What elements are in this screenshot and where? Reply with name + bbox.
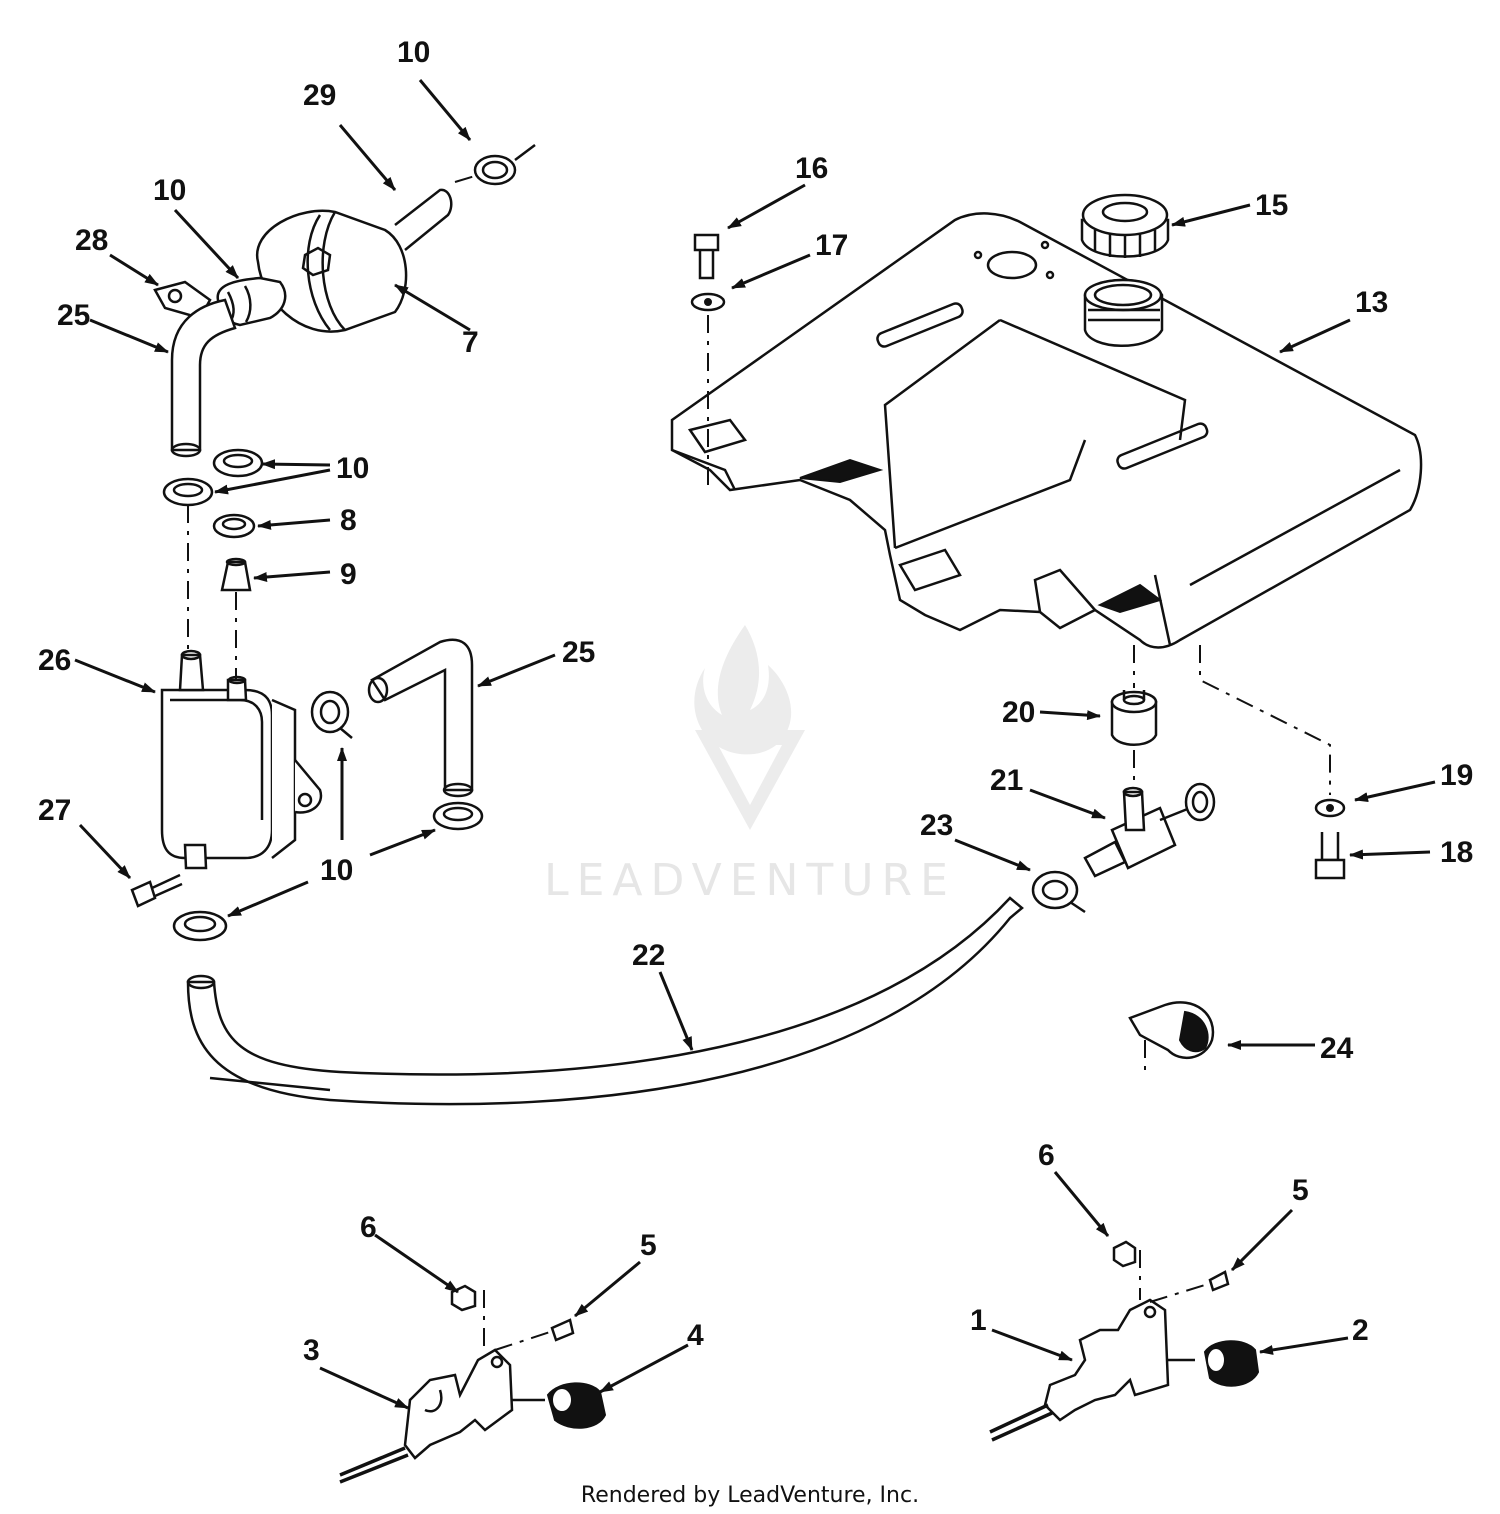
callout-10-filter-left: 10	[153, 174, 186, 207]
fuel-hose-upper-part	[170, 298, 237, 458]
hose-clamps-stack	[162, 448, 264, 592]
left-screw-part	[494, 1318, 575, 1351]
fuel-cap-part	[1080, 193, 1170, 258]
hose-clamp-part	[454, 144, 536, 186]
right-nut-part	[1112, 1240, 1141, 1300]
fuel-pump-part	[160, 649, 323, 870]
pump-screw-part	[130, 873, 183, 908]
tank-fitting-part	[1110, 690, 1158, 746]
callout-labels: 10 29 10 28 25 7 10 8 9 26 25 27 10 16 1…	[38, 36, 1473, 1367]
footer-credit: Rendered by LeadVenture, Inc.	[581, 1483, 919, 1508]
callout-10-lower: 10	[320, 854, 353, 887]
callout-8: 8	[340, 504, 357, 537]
watermark-chevron-icon	[695, 730, 805, 830]
left-control-bracket-part	[339, 1348, 545, 1484]
valve-clamp-part	[1031, 870, 1086, 914]
callout-27: 27	[38, 794, 71, 827]
callout-4: 4	[687, 1319, 704, 1352]
callout-25-upper: 25	[57, 299, 90, 332]
hose-clip-part	[1128, 1001, 1215, 1070]
callout-22: 22	[632, 939, 665, 972]
bottom-clamp-part	[172, 910, 228, 942]
right-knob-part	[1203, 1340, 1260, 1387]
callout-3: 3	[303, 1334, 320, 1367]
tank-bolt-part	[690, 233, 726, 312]
callout-9: 9	[340, 558, 357, 591]
callout-29: 29	[303, 79, 336, 112]
callout-6-right: 6	[1038, 1139, 1055, 1172]
callout-2: 2	[1352, 1314, 1369, 1347]
callout-23: 23	[920, 809, 953, 842]
callout-19: 19	[1440, 759, 1473, 792]
callout-7: 7	[462, 326, 479, 359]
callout-13: 13	[1355, 286, 1388, 319]
callout-28: 28	[75, 224, 108, 257]
callout-10-stack: 10	[336, 452, 369, 485]
watermark-flame-icon	[694, 625, 792, 755]
long-fuel-hose-part	[186, 896, 1024, 1106]
callout-25-lower: 25	[562, 636, 595, 669]
callout-21: 21	[990, 764, 1023, 797]
left-knob-part	[546, 1382, 607, 1429]
fuel-tank-part	[670, 212, 1423, 649]
callout-6-left: 6	[360, 1211, 377, 1244]
right-control-bracket-part	[989, 1298, 1195, 1442]
mount-bolt-part	[1199, 645, 1346, 880]
watermark-text: LEADVENTURE	[544, 855, 956, 906]
right-screw-part	[1149, 1270, 1230, 1303]
callout-5-left: 5	[640, 1229, 657, 1262]
left-nut-part	[450, 1284, 485, 1350]
pump-side-clamp-part	[310, 690, 353, 739]
callout-24: 24	[1320, 1032, 1354, 1065]
lower-hose-clamp-part	[432, 801, 484, 831]
watermark: LEADVENTURE	[544, 625, 956, 906]
callout-1: 1	[970, 1304, 987, 1337]
shutoff-valve-part	[1083, 782, 1216, 878]
callout-leaders	[74, 79, 1436, 1410]
callout-26: 26	[38, 644, 71, 677]
callout-16: 16	[795, 152, 828, 185]
callout-15: 15	[1255, 189, 1288, 222]
fuel-hose-lower-part	[367, 638, 474, 798]
fuel-filter-part	[216, 188, 453, 333]
callout-5-right: 5	[1292, 1174, 1309, 1207]
callout-20: 20	[1002, 696, 1035, 729]
callout-17: 17	[815, 229, 848, 262]
callout-18: 18	[1440, 836, 1473, 869]
callout-10-filter-top: 10	[397, 36, 430, 69]
